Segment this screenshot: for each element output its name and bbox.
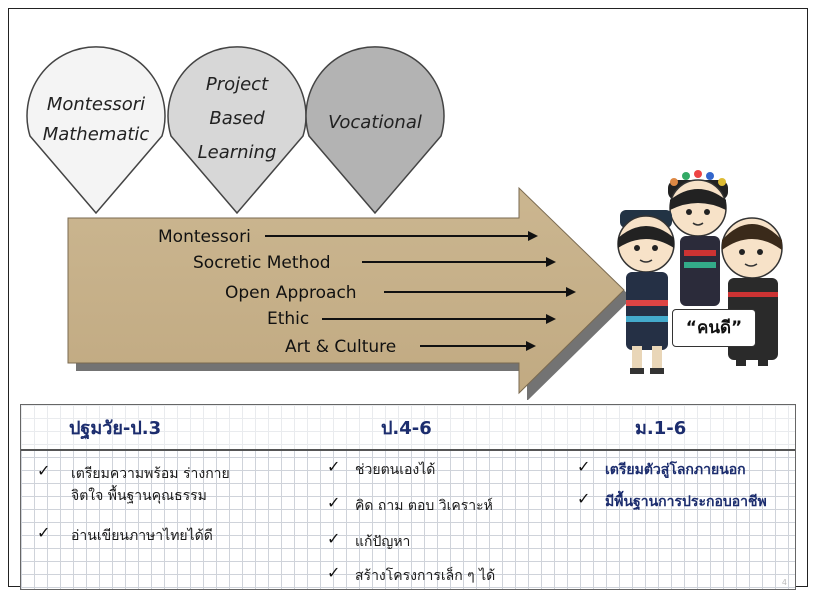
check-icon: ✓ — [37, 523, 51, 542]
pin-label-line: Mathematic — [43, 124, 150, 145]
pin-label-line: Based — [209, 108, 265, 129]
approach-pin-vocational: Vocational — [305, 46, 445, 215]
level-item: จิตใจ พื้นฐานคุณธรรม — [71, 488, 207, 504]
level-item: แก้ปัญหา — [355, 534, 411, 550]
check-icon: ✓ — [327, 457, 341, 476]
pedagogy-diagram: Montessori Mathematic Project Based Lear… — [26, 46, 783, 400]
big-arrow — [67, 186, 625, 395]
pin-label-line: Project — [206, 74, 269, 95]
method-label: Socretic Method — [193, 253, 331, 273]
level-title-secondary: ม.1-6 — [635, 418, 687, 439]
method-row-socretic: Socretic Method — [193, 253, 556, 273]
level-item: มีพื้นฐานการประกอบอาชีพ — [605, 494, 767, 510]
check-icon: ✓ — [577, 457, 591, 476]
level-item: อ่านเขียนภาษาไทยได้ดี — [71, 528, 213, 544]
level-title-early: ปฐมวัย-ป.3 — [69, 418, 162, 439]
pin-label-line: Montessori — [47, 94, 145, 115]
method-row-ethic: Ethic — [267, 309, 556, 329]
method-label: Ethic — [267, 309, 309, 329]
method-row-montessori: Montessori — [158, 227, 538, 247]
approach-pin-montessori-mathematic: Montessori Mathematic — [26, 46, 166, 215]
level-item: สร้างโครงการเล็ก ๆ ได้ — [355, 568, 496, 584]
hill-tribe-children-illustration — [617, 170, 783, 374]
education-levels-panel: ปฐมวัย-ป.3 ป.4-6 ม.1-6 ✓ เตรียมความพร้อม… — [20, 404, 796, 590]
check-icon: ✓ — [327, 529, 341, 548]
method-label: Montessori — [158, 227, 251, 247]
level-item: ช่วยตนเองได้ — [355, 462, 436, 478]
pin-label-line: Learning — [198, 142, 277, 163]
level-item: คิด ถาม ตอบ วิเคราะห์ — [355, 498, 493, 514]
level-item: เตรียมตัวสู่โลกภายนอก — [605, 462, 746, 478]
pin-label-line: Vocational — [328, 112, 422, 133]
method-row-open-approach: Open Approach — [225, 283, 576, 303]
check-icon: ✓ — [327, 563, 341, 582]
check-icon: ✓ — [37, 461, 51, 480]
method-row-art-culture: Art & Culture — [285, 337, 536, 357]
level-item: เตรียมความพร้อม ร่างกาย — [71, 466, 230, 482]
approach-pin-project-based-learning: Project Based Learning — [167, 46, 307, 215]
method-label: Open Approach — [225, 283, 357, 303]
page-number: 4 — [781, 578, 787, 587]
method-label: Art & Culture — [285, 337, 396, 357]
outcome-sign: “คนดี” — [672, 309, 756, 347]
check-icon: ✓ — [327, 493, 341, 512]
check-icon: ✓ — [577, 489, 591, 508]
levels-header — [21, 405, 795, 451]
level-title-primary: ป.4-6 — [381, 418, 432, 439]
